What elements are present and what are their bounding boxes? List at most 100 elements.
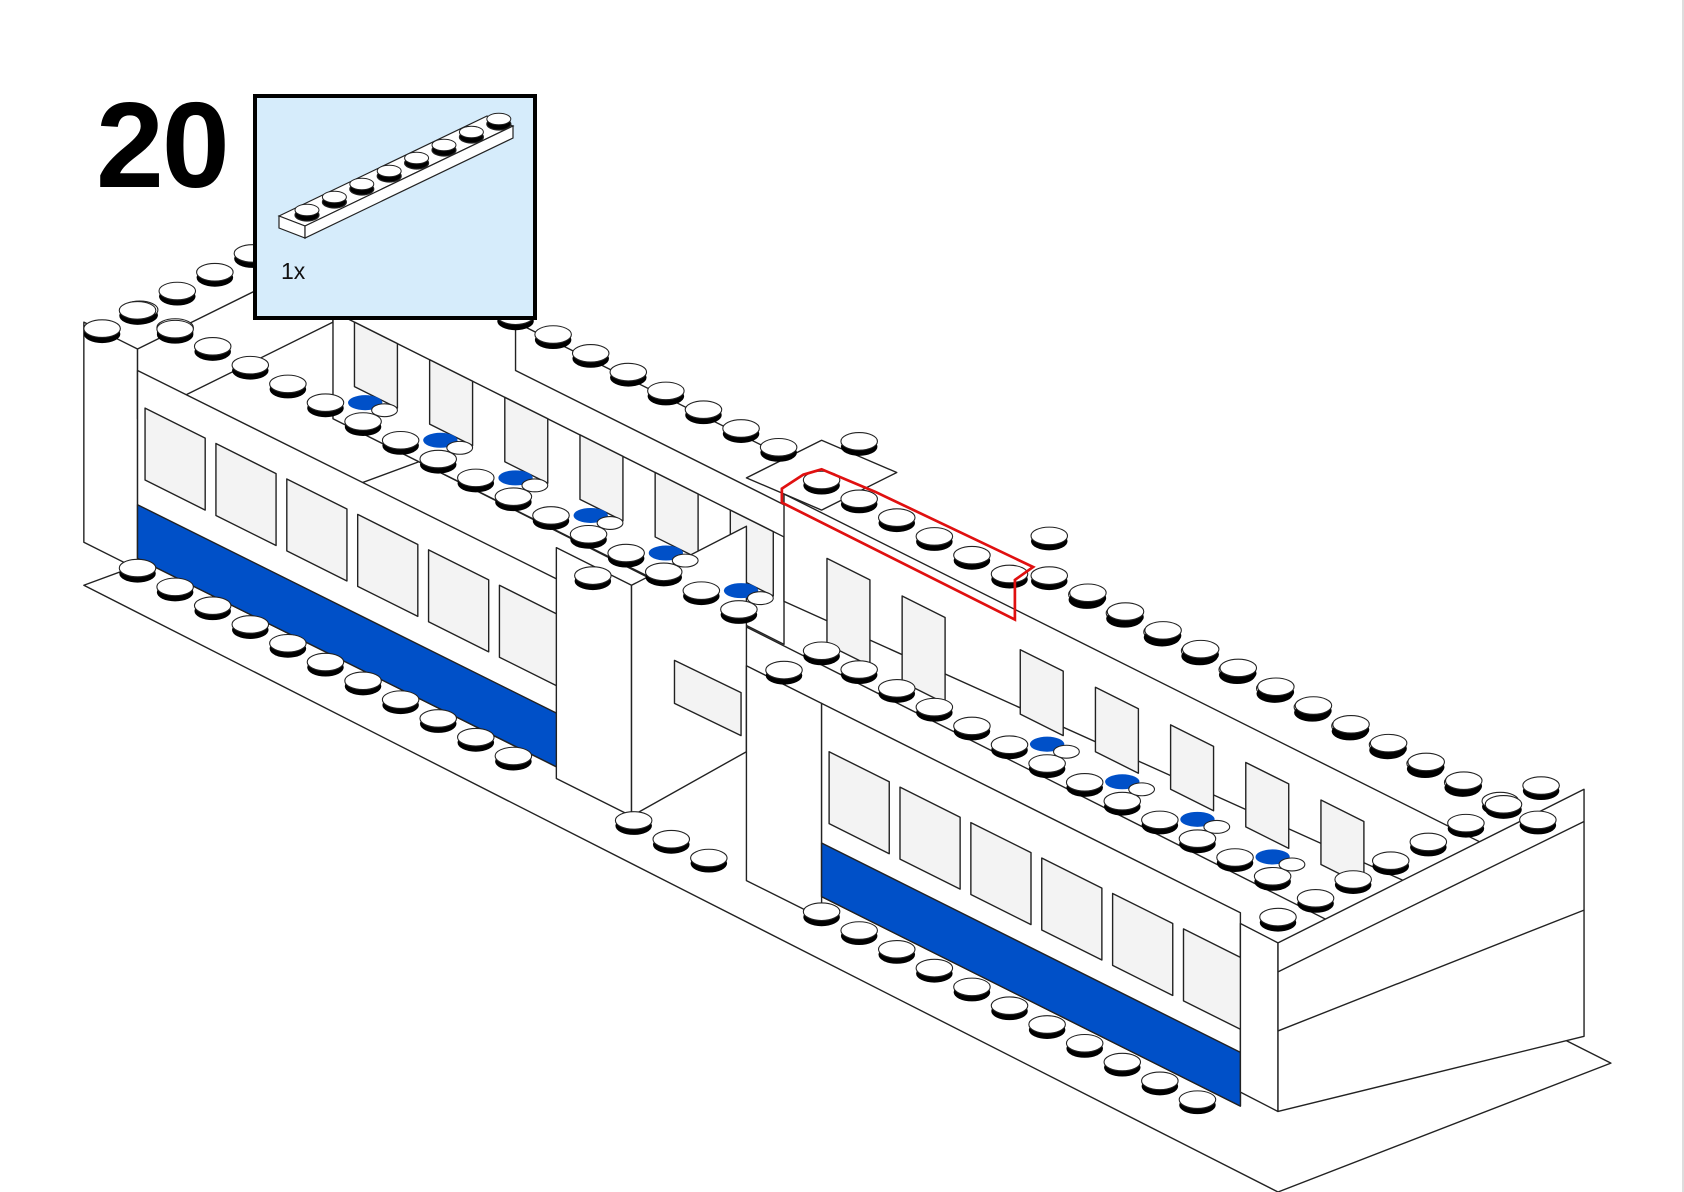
stud bbox=[419, 449, 458, 474]
stud bbox=[1334, 870, 1372, 894]
stud bbox=[231, 615, 270, 639]
stud bbox=[915, 527, 954, 551]
window bbox=[427, 549, 490, 653]
stud bbox=[990, 735, 1029, 760]
stud bbox=[574, 566, 612, 591]
stud bbox=[1106, 602, 1145, 627]
stud bbox=[990, 996, 1029, 1021]
blue-tile bbox=[723, 583, 774, 606]
stud bbox=[1178, 829, 1217, 854]
stud bbox=[532, 506, 570, 530]
stud bbox=[569, 524, 608, 549]
window bbox=[356, 513, 419, 618]
window bbox=[504, 396, 549, 484]
stud bbox=[614, 811, 653, 835]
stud bbox=[1447, 813, 1485, 838]
window bbox=[286, 478, 348, 582]
stud bbox=[1259, 907, 1297, 932]
stud bbox=[1296, 888, 1335, 913]
blue-tile bbox=[1180, 811, 1231, 834]
stud bbox=[1028, 1015, 1066, 1039]
stud bbox=[294, 203, 320, 222]
blue-tile bbox=[423, 432, 474, 455]
tower-pillar bbox=[745, 665, 823, 919]
stud bbox=[486, 112, 512, 131]
window bbox=[1019, 648, 1064, 737]
small-window bbox=[673, 659, 742, 737]
stud bbox=[1369, 733, 1408, 758]
stud bbox=[1103, 791, 1142, 816]
stud bbox=[231, 355, 270, 380]
stud bbox=[1178, 1090, 1217, 1115]
stud bbox=[644, 562, 683, 587]
stud bbox=[1219, 658, 1258, 683]
blue-tile bbox=[498, 470, 549, 493]
stud bbox=[840, 921, 878, 946]
stud bbox=[1065, 1033, 1104, 1058]
stud bbox=[118, 558, 157, 583]
window bbox=[1041, 857, 1103, 961]
stud bbox=[840, 660, 878, 685]
brick-seam bbox=[1277, 820, 1585, 973]
page-edge bbox=[1682, 0, 1684, 1192]
stud bbox=[877, 679, 916, 703]
blue-tile bbox=[1255, 849, 1306, 872]
stud bbox=[802, 470, 841, 495]
stud bbox=[349, 177, 375, 196]
blue-brick-strip bbox=[820, 842, 1242, 1107]
stud bbox=[990, 564, 1029, 589]
brick-seam bbox=[1277, 909, 1585, 1032]
stud bbox=[344, 671, 382, 696]
window bbox=[899, 786, 961, 890]
step-number: 20 bbox=[96, 77, 230, 213]
window bbox=[1245, 761, 1290, 850]
blue-tile bbox=[1105, 774, 1156, 797]
stud bbox=[494, 746, 533, 771]
new-part-highlight bbox=[780, 467, 1036, 622]
stud bbox=[609, 362, 648, 387]
stud bbox=[306, 393, 345, 418]
stud bbox=[118, 301, 157, 325]
stud bbox=[953, 545, 991, 570]
plate-side bbox=[304, 125, 514, 239]
stud bbox=[306, 652, 345, 677]
stud bbox=[1065, 773, 1104, 797]
stud bbox=[840, 432, 878, 456]
end-wall-left bbox=[83, 321, 139, 570]
stud bbox=[765, 660, 803, 685]
stud bbox=[840, 489, 878, 514]
stud bbox=[344, 412, 382, 436]
stud bbox=[321, 190, 348, 209]
stud bbox=[381, 430, 420, 455]
window bbox=[1169, 724, 1215, 812]
stud bbox=[684, 400, 723, 425]
stud bbox=[953, 977, 991, 1002]
window bbox=[1111, 892, 1174, 997]
window bbox=[579, 434, 624, 522]
stud bbox=[1144, 621, 1182, 645]
window bbox=[1094, 686, 1140, 774]
part-quantity: 1x bbox=[281, 258, 306, 284]
blue-tile bbox=[1029, 736, 1080, 759]
blue-tile bbox=[573, 507, 624, 530]
window bbox=[144, 407, 206, 511]
stud bbox=[1407, 752, 1445, 777]
stud bbox=[376, 164, 402, 183]
stud bbox=[404, 151, 430, 170]
blue-tile bbox=[648, 545, 699, 568]
plate-1x8-white-icon bbox=[277, 112, 515, 239]
stud bbox=[156, 577, 194, 602]
end-wall-corner bbox=[1239, 922, 1279, 1113]
stud bbox=[571, 344, 610, 368]
blue-tile bbox=[348, 395, 398, 418]
stud bbox=[193, 337, 232, 361]
stud bbox=[431, 138, 457, 157]
stud bbox=[1409, 832, 1448, 857]
window bbox=[828, 751, 890, 855]
stud bbox=[1141, 810, 1179, 835]
stud bbox=[457, 468, 495, 493]
stud bbox=[1522, 776, 1560, 801]
stud bbox=[1069, 583, 1107, 608]
stud bbox=[83, 319, 121, 344]
